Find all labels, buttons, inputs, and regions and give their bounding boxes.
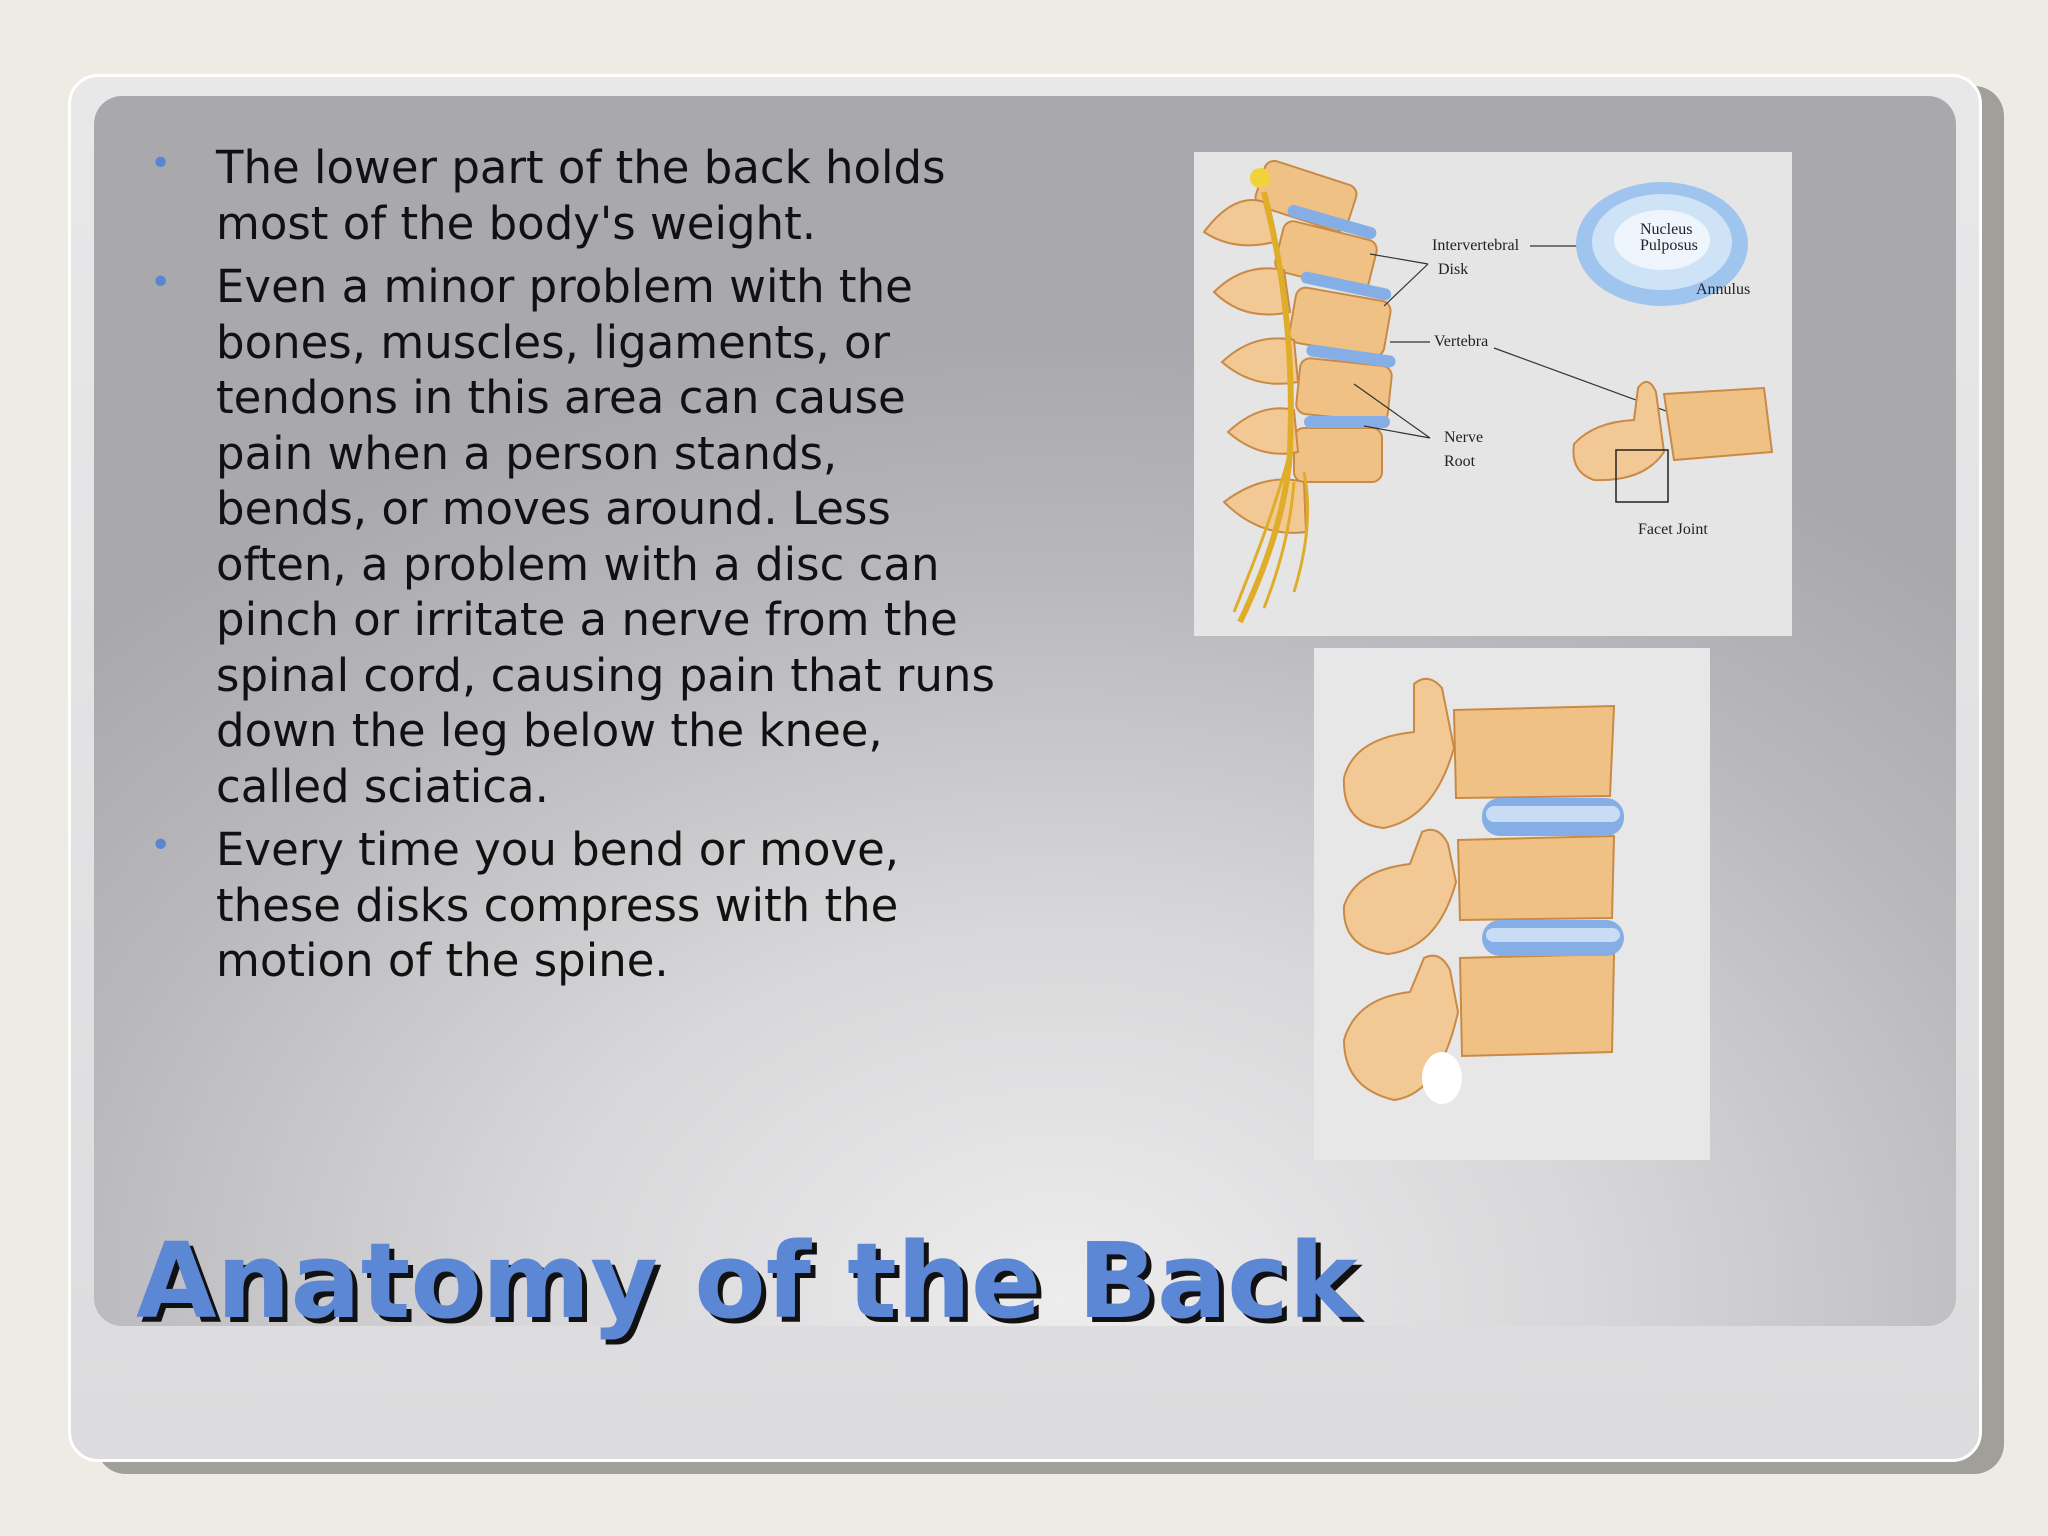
vertebrae-disk-figure bbox=[1314, 648, 1710, 1160]
label-vertebra: Vertebra bbox=[1434, 333, 1488, 350]
spine-anatomy-figure: Intervertebral Disk Nucleus Pulposus Ann… bbox=[1194, 152, 1792, 636]
vertebrae-stack-illustration bbox=[1342, 677, 1624, 1104]
bullet-list: • The lower part of the back holds most … bbox=[150, 140, 1000, 997]
disk-cross-section-illustration bbox=[1576, 182, 1748, 306]
bullet-text: Every time you bend or move, these disks… bbox=[216, 823, 900, 987]
bullet-item: • Even a minor problem with the bones, m… bbox=[150, 259, 1000, 814]
bullet-item: • Every time you bend or move, these dis… bbox=[150, 822, 1000, 989]
bullet-dot-icon: • bbox=[150, 825, 172, 866]
bullet-dot-icon: • bbox=[150, 262, 172, 303]
bullet-item: • The lower part of the back holds most … bbox=[150, 140, 1000, 251]
lumbar-spine-illustration bbox=[1202, 159, 1396, 624]
slide-title: Anatomy of the Back bbox=[136, 1220, 1358, 1342]
label-annulus: Annulus bbox=[1696, 281, 1750, 298]
label-facet-joint: Facet Joint bbox=[1638, 521, 1708, 538]
label-intervertebral: Intervertebral bbox=[1432, 237, 1520, 254]
label-pulposus: Pulposus bbox=[1640, 237, 1698, 254]
label-nerve: Nerve bbox=[1444, 429, 1483, 446]
side-vertebra-illustration bbox=[1572, 381, 1774, 503]
label-nucleus: Nucleus bbox=[1640, 221, 1692, 238]
label-root: Root bbox=[1444, 453, 1476, 470]
bullet-dot-icon: • bbox=[150, 143, 172, 184]
label-disk: Disk bbox=[1438, 261, 1468, 278]
bullet-text: The lower part of the back holds most of… bbox=[216, 141, 946, 250]
bullet-text: Even a minor problem with the bones, mus… bbox=[216, 260, 995, 813]
